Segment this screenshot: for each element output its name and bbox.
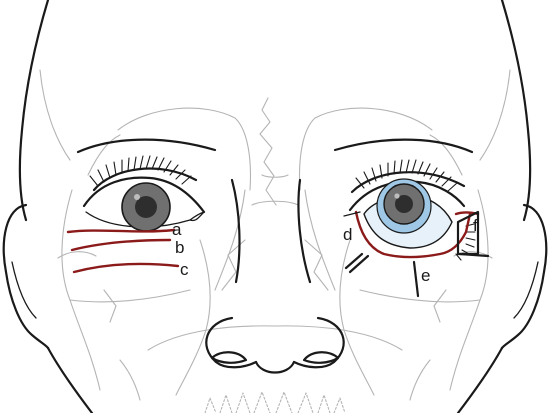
incision-lines-abc (68, 230, 178, 272)
retractor-arm-left-2 (346, 254, 362, 268)
nose (206, 180, 343, 373)
right-eyebrow (78, 140, 215, 152)
label-e: e (421, 266, 430, 285)
label-d: d (343, 225, 352, 244)
nostril-left (304, 352, 338, 363)
incision-line-c (74, 264, 178, 272)
retractor-arm-left (350, 256, 368, 272)
right-inner-canthus (190, 212, 204, 221)
label-c: c (180, 260, 189, 279)
nose-tip (256, 362, 294, 373)
right-eye (84, 156, 204, 231)
label-b: b (175, 238, 184, 257)
retractor-arm-bottom (414, 262, 418, 296)
incision-line-a (68, 230, 174, 232)
incision-line-b (72, 240, 170, 250)
nostril-right (212, 352, 246, 363)
teeth-outline (205, 392, 345, 413)
left-eyebrow (335, 140, 472, 152)
nose-bridge-left (298, 180, 310, 282)
right-iris-highlight (134, 194, 140, 200)
label-f: f (473, 216, 478, 235)
label-a: a (172, 220, 182, 239)
left-iris-highlight (394, 193, 399, 198)
eyebrows (78, 140, 472, 152)
